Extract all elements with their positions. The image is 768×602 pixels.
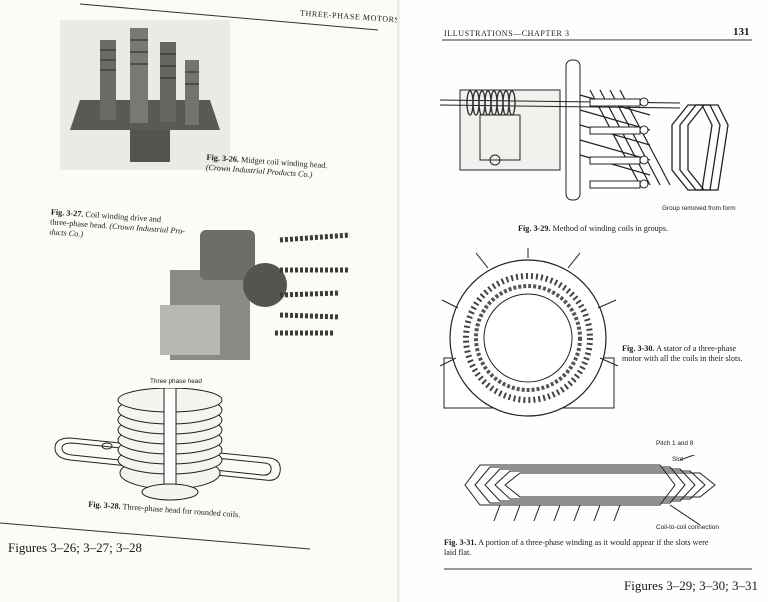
fig-3-29-label: Group removed from form [662, 205, 736, 212]
right-head-rule [442, 39, 752, 41]
fig-3-27-credit-2: ducts Co.) [49, 227, 84, 239]
fig-3-29-number: Fig. 3-29. [518, 224, 551, 233]
fig-3-28-label: Three phase head [150, 378, 202, 385]
fig-3-27-photo [160, 230, 351, 360]
left-bottom-rule [0, 522, 311, 550]
fig-3-31-text-1: A portion of a three-phase winding as it… [478, 538, 709, 547]
fig-3-31-caption: Fig. 3-31. A portion of a three-phase wi… [444, 538, 754, 558]
fig-3-30-caption: Fig. 3-30. A stator of a three-phase mot… [622, 344, 762, 364]
right-figures-label: Figures 3–29; 3–30; 3–31 [624, 578, 758, 593]
fig-3-29-drawing [440, 59, 729, 201]
fig-3-30-number: Fig. 3-30. [622, 344, 655, 353]
left-head-rule [79, 3, 379, 31]
right-page: ILLUSTRATIONS—CHAPTER 3 131 [400, 0, 768, 602]
right-bottom-rule [444, 568, 752, 570]
fig-3-26-caption: Fig. 3-26. Midget coil winding head. (Cr… [205, 153, 356, 183]
fig-3-26-photo [60, 20, 230, 170]
fig-3-29-caption: Fig. 3-29. Method of winding coils in gr… [518, 224, 748, 234]
fig-3-31-number: Fig. 3-31. [444, 538, 477, 547]
fig-3-29-text: Method of winding coils in groups. [552, 224, 669, 233]
fig-3-28-number: Fig. 3-28. [87, 499, 122, 511]
fig-3-31-connection-label: Coil-to-coil connection [656, 524, 719, 531]
page-number: 131 [733, 26, 750, 38]
fig-3-30-text-1: A stator of a three-phase [656, 344, 737, 353]
fig-3-30-text-2: motor with all the coils in their slots. [622, 354, 743, 363]
right-running-head: ILLUSTRATIONS—CHAPTER 3 [444, 29, 570, 38]
fig-3-30-drawing [440, 248, 619, 417]
fig-3-31-drawing [464, 455, 716, 525]
left-figures-label: Figures 3–26; 3–27; 3–28 [8, 540, 142, 555]
left-page: THREE-PHASE MOTORS Fig. 3-26. Midget coi… [0, 3, 400, 555]
fig-3-31-slot-label: Slot [672, 456, 684, 463]
fig-3-28-drawing [54, 388, 281, 501]
fig-3-31-text-2: laid flat. [444, 548, 472, 557]
fig-3-31-pitch-label: Pitch 1 and 8 [656, 440, 694, 447]
